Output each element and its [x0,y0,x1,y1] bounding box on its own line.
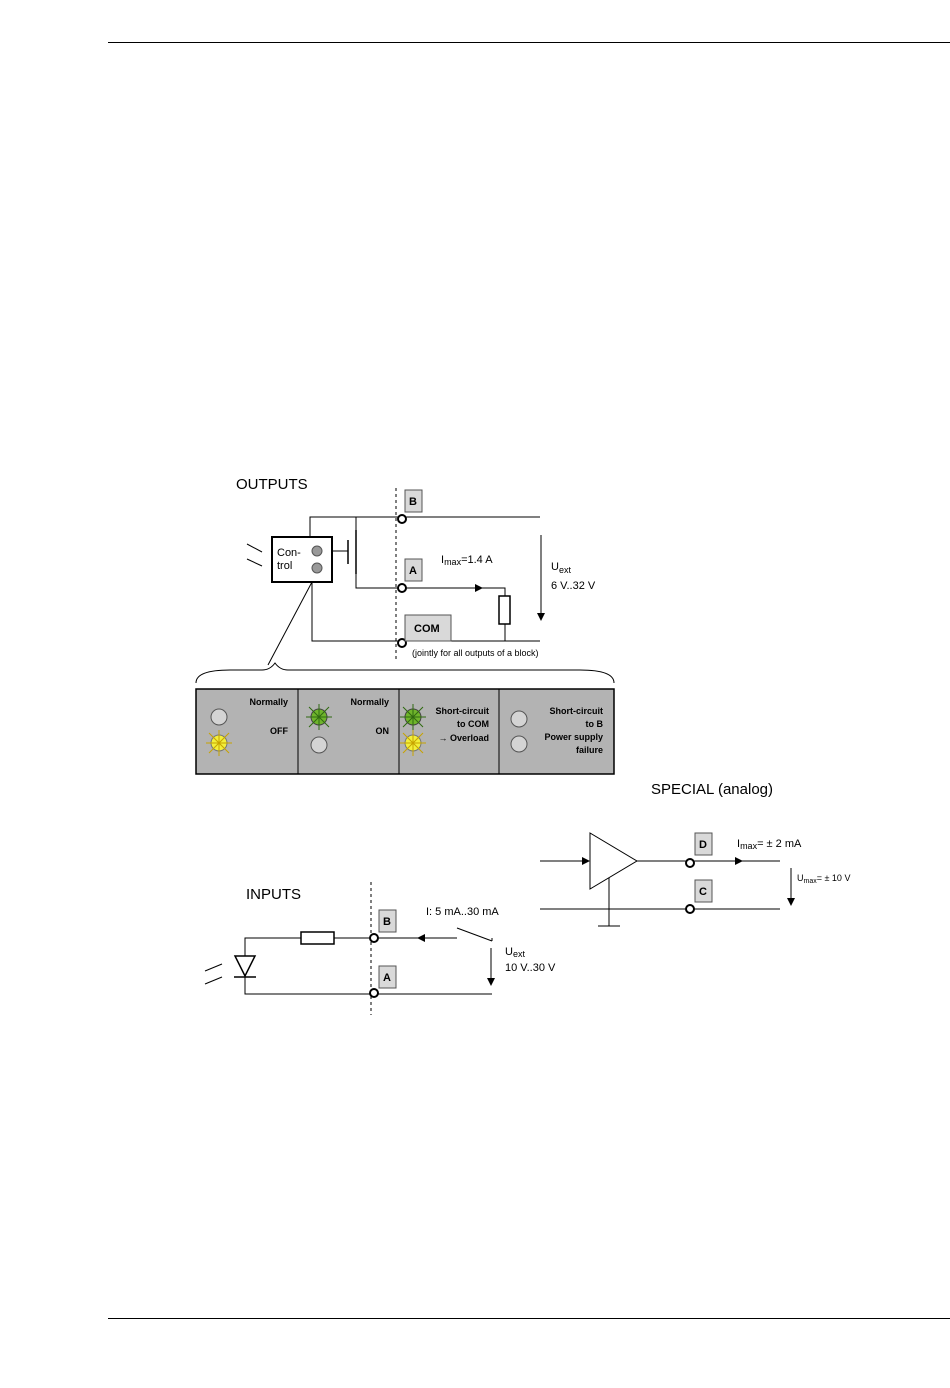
terminal-c-pin [686,905,694,913]
status-cell-1-line1: Normally [249,697,288,707]
status-cell-3-line2: to COM [457,719,489,729]
load-resistor [499,596,510,624]
input-terminal-b-pin [370,934,378,942]
control-led-top [312,546,322,556]
outputs-imax-label: Imax=1.4 A [441,554,493,567]
outputs-uext-range: 6 V..32 V [551,580,596,592]
terminal-d-pin [686,859,694,867]
control-led-bottom [312,563,322,573]
status-cell-4-line4: failure [576,745,603,755]
led-short-com-top-lit [400,704,426,730]
amplifier-symbol [590,833,637,889]
input-uext-label: Uext [505,946,525,959]
status-cell-4-line1: Short-circuit [549,706,603,716]
outputs-heading: OUTPUTS [236,476,308,493]
com-note: (jointly for all outputs of a block) [412,648,539,658]
special-heading: SPECIAL (analog) [651,781,773,798]
input-uext-range: 10 V..30 V [505,962,556,974]
status-cell-3-line3: → Overload [438,733,489,743]
special-imax-label: Imax= ± 2 mA [737,838,802,851]
photodiode-icon [234,956,256,977]
input-current-range: I: 5 mA..30 mA [426,906,499,918]
terminal-b-pin [398,515,406,523]
input-terminal-a-label: A [383,972,391,984]
input-terminal-a-pin [370,989,378,997]
status-cell-1-line2: OFF [270,726,288,736]
status-cell-4-line3: Power supply [544,732,603,742]
special-section: SPECIAL (analog) D C Imax= ± 2 mA Umax= … [540,781,850,926]
special-umax-label: Umax= ± 10 V [797,873,850,885]
control-label-1: Con- [277,547,301,559]
terminal-c-label: C [699,886,707,898]
led-off-top [211,709,227,725]
inputs-section: INPUTS B A I: 5 mA..30 mA Uext 10 V..30 … [205,882,556,1015]
status-cell-2-line2: ON [376,726,390,736]
led-on-bottom [311,737,327,753]
input-resistor [301,932,334,944]
status-cell-2-line1: Normally [350,697,389,707]
status-cell-4-line2: to B [586,719,604,729]
input-light-arrows-icon [205,964,222,984]
terminal-a-label: A [409,565,417,577]
status-cell-3-line1: Short-circuit [435,706,489,716]
terminal-a-pin [398,584,406,592]
terminal-d-label: D [699,839,707,851]
led-short-b-top [511,711,527,727]
outputs-uext-label: Uext [551,561,571,575]
outputs-section: OUTPUTS Con- trol B [196,476,614,774]
led-short-b-bottom [511,736,527,752]
inputs-wires [245,928,492,994]
input-terminal-b-label: B [383,916,391,928]
led-off-bottom-lit [206,730,232,756]
terminal-com-label: COM [414,623,440,635]
led-short-com-bottom-lit [400,730,426,756]
terminal-b-label: B [409,496,417,508]
inputs-heading: INPUTS [246,886,301,903]
control-label-2: trol [277,560,292,572]
led-on-top-lit [306,704,332,730]
light-arrows-icon [247,544,262,566]
